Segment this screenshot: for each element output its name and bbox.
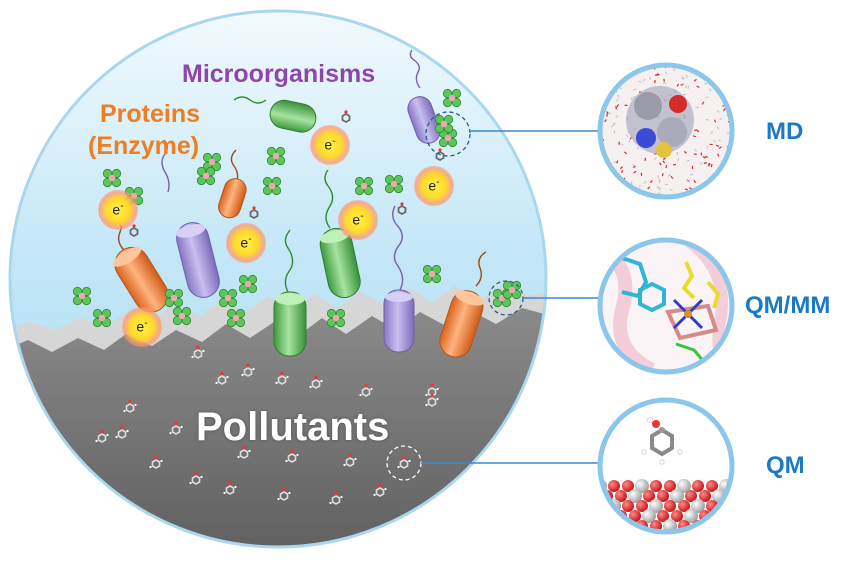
microorganisms-label: Microorganisms — [182, 60, 375, 89]
qmmm-label: QM/MM — [745, 292, 830, 320]
md-inset — [598, 65, 732, 198]
qm-label: QM — [766, 452, 805, 480]
qm-inset — [593, 400, 753, 533]
proteins-label: Proteins — [100, 100, 200, 129]
qmmm-inset — [600, 240, 732, 382]
enzyme-label: (Enzyme) — [88, 132, 199, 161]
pollutants-label: Pollutants — [196, 405, 389, 450]
md-label: MD — [766, 118, 803, 146]
